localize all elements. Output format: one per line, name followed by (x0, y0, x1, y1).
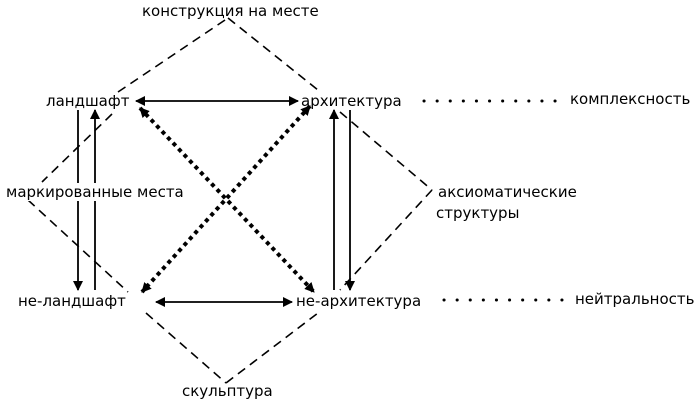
label-not-landscape: не-ландшафт (18, 292, 126, 310)
label-sculpture: скульптура (182, 382, 273, 400)
label-neutrality: нейтральность (575, 290, 695, 308)
edge-axiomatic-to-not-architecture (339, 189, 433, 291)
bottom-diamond (145, 312, 319, 384)
edge-landscape-to-site-construction (117, 17, 229, 93)
label-site-construction: конструкция на месте (142, 2, 319, 20)
horizontal-arrows (135, 96, 299, 307)
edge-site-construction-to-architecture (227, 17, 319, 91)
edge-not-landscape-to-sculpture (145, 312, 227, 384)
diagonal-architecture-to-not-landscape (140, 104, 312, 294)
edge-sculpture-to-not-architecture (225, 312, 319, 384)
right-vertical-arrows (329, 109, 355, 291)
right-diamond (339, 111, 433, 291)
label-landscape: ландшафт (46, 92, 130, 110)
edge-landscape-to-marked-sites (41, 113, 113, 183)
edge-architecture-to-axiomatic (339, 111, 433, 191)
label-architecture: архитектура (301, 92, 402, 110)
top-diamond (117, 17, 319, 93)
diagonals (138, 104, 316, 294)
label-axiomatic-line2: структуры (436, 204, 520, 222)
label-axiomatic-line1: аксиоматические (436, 182, 579, 203)
label-marked-sites: маркированные места (4, 183, 186, 201)
label-axiomatic-structures: аксиоматические структуры (436, 182, 579, 224)
leaders (422, 99, 568, 302)
label-not-architecture: не-архитектура (296, 292, 422, 310)
label-complexity: комплексность (570, 90, 691, 108)
